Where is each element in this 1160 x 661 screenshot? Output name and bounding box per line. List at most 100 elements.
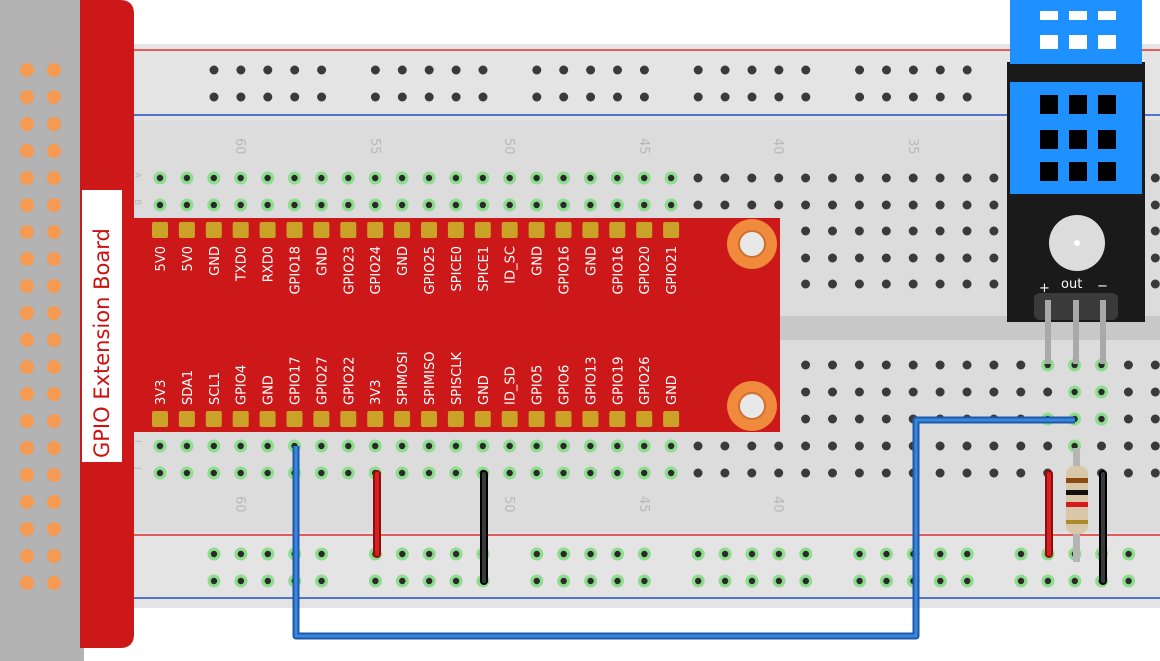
sensor-vent bbox=[1040, 35, 1058, 49]
cobbler-top-pin-label: GPIO23 bbox=[342, 246, 357, 295]
breadboard-hole-center bbox=[398, 469, 406, 477]
breadboard-hole-center bbox=[372, 174, 379, 182]
rail-hole-center bbox=[452, 577, 460, 585]
cobbler-pin-bottom bbox=[636, 411, 653, 427]
rail-hole-center bbox=[533, 550, 540, 558]
rail-hole bbox=[451, 65, 461, 75]
rail-hole-center bbox=[318, 550, 325, 558]
cobbler-pin-top bbox=[205, 222, 222, 238]
breadboard-hole-center bbox=[237, 442, 244, 450]
breadboard-hole-center bbox=[641, 469, 648, 477]
header-pin bbox=[20, 468, 34, 482]
breadboard-hole-center bbox=[1071, 388, 1078, 396]
breadboard-hole bbox=[908, 279, 918, 289]
rail-hole bbox=[451, 92, 461, 102]
cobbler-pin-bottom bbox=[582, 411, 599, 427]
breadboard-hole bbox=[801, 173, 811, 183]
cobbler-pin-top bbox=[582, 222, 599, 238]
breadboard-hole bbox=[828, 173, 837, 183]
sensor-vent-hole bbox=[1014, 66, 1024, 80]
breadboard-hole-center bbox=[156, 442, 164, 450]
breadboard-hole-center bbox=[533, 469, 540, 477]
breadboard-hole bbox=[1150, 173, 1160, 183]
cobbler-top-pin-label: GPIO20 bbox=[638, 246, 653, 295]
cobbler-pin-top bbox=[286, 222, 303, 238]
cobbler-bottom-pin-label: ID_SD bbox=[504, 366, 519, 405]
breadboard-hole-center bbox=[425, 469, 433, 477]
breadboard-hole bbox=[801, 226, 811, 236]
breadboard-hole bbox=[854, 441, 864, 451]
breadboard-hole bbox=[1150, 253, 1160, 263]
breadboard-hole bbox=[801, 253, 811, 263]
breadboard-hole bbox=[989, 387, 999, 397]
column-number-bottom: 60 bbox=[232, 496, 247, 513]
sensor-pin-legs bbox=[1045, 300, 1106, 364]
breadboard-hole-center bbox=[156, 201, 164, 209]
cobbler-pin-top bbox=[313, 222, 330, 238]
rail-hole bbox=[397, 92, 407, 102]
rail-hole-center bbox=[614, 577, 621, 585]
rail-hole-center bbox=[318, 577, 325, 585]
breadboard-hole bbox=[854, 468, 864, 478]
sensor-vent-hole bbox=[1069, 162, 1087, 181]
header-pin bbox=[20, 90, 34, 104]
cobbler-bottom-pin-label: GPIO17 bbox=[289, 356, 304, 405]
breadboard-hole bbox=[828, 360, 837, 370]
sensor-vent-hole bbox=[1124, 66, 1134, 80]
rail-hole-center bbox=[237, 550, 245, 558]
header-pin-dots bbox=[20, 63, 61, 590]
column-number-top: 60 bbox=[232, 138, 247, 155]
breadboard-hole bbox=[1150, 360, 1160, 370]
breadboard-hole bbox=[1150, 200, 1160, 210]
sensor-vent bbox=[1069, 35, 1087, 49]
sensor-plus-label: + bbox=[1039, 281, 1050, 296]
breadboard-hole bbox=[881, 360, 891, 370]
header-pin bbox=[20, 279, 34, 293]
cobbler-plate bbox=[130, 218, 780, 432]
sensor-vent-hole bbox=[1098, 66, 1116, 80]
rail-hole-center bbox=[964, 550, 971, 558]
rail-hole bbox=[962, 65, 972, 75]
header-pin bbox=[20, 306, 34, 320]
breadboard-hole bbox=[774, 441, 784, 451]
header-pin bbox=[47, 522, 61, 536]
rail-hole bbox=[559, 65, 569, 75]
sensor-vent-hole bbox=[1069, 95, 1087, 114]
rail-hole-center bbox=[775, 577, 783, 585]
breadboard-hole-center bbox=[425, 442, 433, 450]
rail-hole-center bbox=[399, 550, 406, 558]
rail-hole-center bbox=[264, 550, 271, 558]
rail-hole bbox=[908, 92, 918, 102]
cobbler-pin-bottom bbox=[340, 411, 357, 427]
cobbler-top-pin-label: TXD0 bbox=[235, 246, 250, 282]
rail-hole-center bbox=[452, 550, 460, 558]
breadboard-hole bbox=[693, 441, 703, 451]
breadboard-hole bbox=[881, 226, 891, 236]
breadboard-hole bbox=[801, 468, 811, 478]
cobbler-top-pin-label: GND bbox=[531, 246, 546, 276]
breadboard-hole-center bbox=[667, 469, 675, 477]
breadboard-hole bbox=[828, 414, 837, 424]
header-pin bbox=[47, 468, 61, 482]
breadboard-hole bbox=[908, 173, 918, 183]
breadboard-hole bbox=[693, 173, 703, 183]
header-pin bbox=[20, 144, 34, 158]
breadboard-hole bbox=[774, 200, 784, 210]
breadboard-hole bbox=[935, 360, 945, 370]
breadboard-hole-center bbox=[425, 174, 433, 182]
cobbler-pin-bottom bbox=[528, 411, 545, 427]
rail-hole-center bbox=[856, 550, 863, 558]
rail-hole-center bbox=[883, 550, 890, 558]
breadboard-hole bbox=[828, 253, 837, 263]
rail-hole-center bbox=[775, 550, 783, 558]
cobbler-pin-top bbox=[340, 222, 357, 238]
breadboard-hole bbox=[747, 173, 757, 183]
rail-hole bbox=[236, 92, 246, 102]
rail-hole bbox=[613, 65, 622, 75]
breadboard-hole bbox=[828, 441, 837, 451]
wire-blue[interactable] bbox=[292, 416, 1075, 640]
breadboard-hole-center bbox=[345, 201, 352, 209]
breadboard-hole bbox=[881, 414, 891, 424]
header-pin bbox=[47, 441, 61, 455]
breadboard-hole bbox=[935, 387, 945, 397]
